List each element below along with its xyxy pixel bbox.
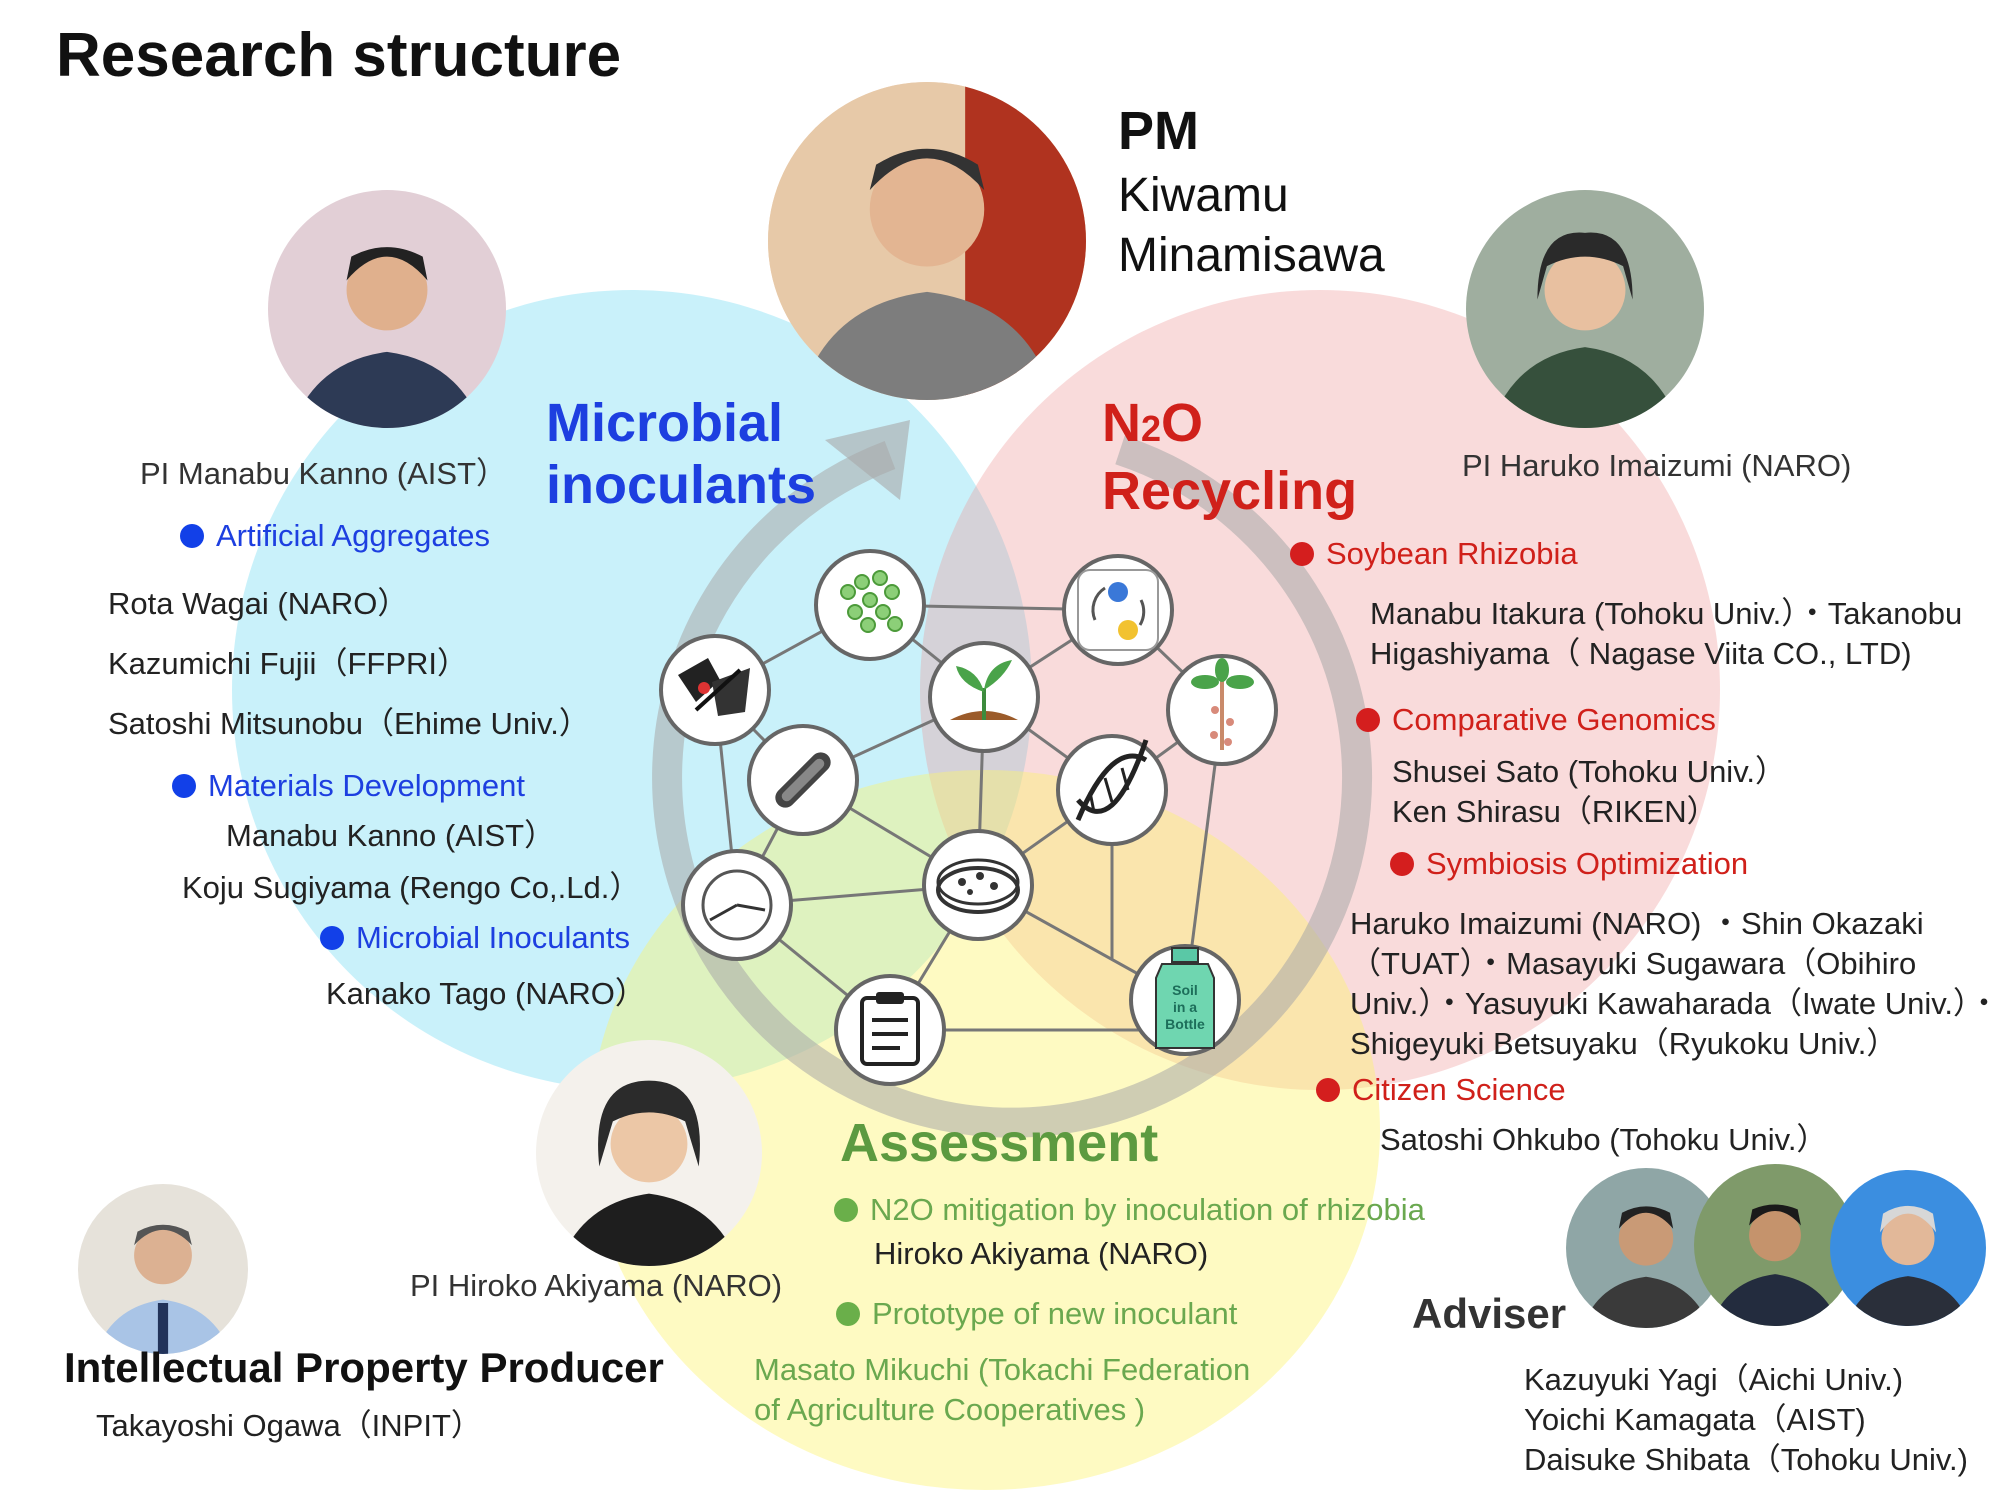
group-heading: Artificial Aggregates — [216, 518, 490, 553]
microbe-cluster-icon — [814, 549, 926, 661]
bullet-dot-icon — [172, 774, 196, 798]
soil-bottle-icon: Soil in a Bottle — [1129, 944, 1241, 1056]
microbial-title-line1: Microbial — [546, 393, 784, 453]
group-heading: Soybean Rhizobia — [1326, 536, 1578, 571]
member-label: Rota Wagai (NARO） — [108, 586, 409, 621]
member-label: Masato Mikuchi (Tokachi Federation — [754, 1352, 1251, 1387]
bullet-dot-icon — [836, 1302, 860, 1326]
group-heading: N2O mitigation by inoculation of rhizobi… — [870, 1192, 1425, 1227]
member-label: of Agriculture Cooperatives ) — [754, 1392, 1146, 1427]
soil-bottle-text-2: in a — [1173, 999, 1197, 1015]
group-comparative-genomics: Comparative Genomics — [1356, 702, 1716, 738]
ph-meter-icon — [681, 849, 793, 961]
ip-producer-name: Takayoshi Ogawa（INPIT） — [96, 1408, 482, 1443]
tools-icon — [659, 634, 771, 746]
ip-producer-title: Intellectual Property Producer — [64, 1344, 664, 1391]
adviser-title: Adviser — [1412, 1290, 1567, 1337]
member-label: Satoshi Ohkubo (Tohoku Univ.） — [1380, 1122, 1828, 1157]
member-label: Haruko Imaizumi (NARO) ・Shin Okazaki — [1350, 906, 1924, 941]
member-label: Higashiyama（ Nagase Viita CO., LTD) — [1370, 636, 1912, 671]
bacterium-icon — [747, 724, 859, 836]
group-heading: Symbiosis Optimization — [1426, 846, 1749, 881]
person-portrait-icon — [268, 190, 506, 428]
petri-dish-icon — [922, 829, 1034, 941]
n2o-subscript: 2 — [1141, 408, 1162, 449]
central-network: Soil in a Bottle — [652, 420, 1373, 1138]
person-portrait-icon — [536, 1040, 762, 1266]
adviser-member: Kazuyuki Yagi（Aichi Univ.) — [1524, 1362, 1904, 1397]
pm-first-name: Kiwamu — [1118, 169, 1289, 222]
n2o-title-line2: Recycling — [1102, 461, 1358, 521]
ip-producer-photo — [78, 1184, 248, 1354]
group-heading: Comparative Genomics — [1392, 702, 1716, 737]
group-artificial-aggregates: Artificial Aggregates — [180, 518, 490, 554]
pm-photo — [768, 82, 1086, 400]
clipboard-icon — [834, 974, 946, 1086]
pi-kanno-label: PI Manabu Kanno (AIST） — [140, 456, 508, 491]
member-label: Manabu Itakura (Tohoku Univ.）・Takanobu — [1370, 596, 1963, 631]
cycle-icon — [1062, 554, 1174, 666]
pi-akiyama-photo — [536, 1040, 762, 1266]
bullet-dot-icon — [1390, 852, 1414, 876]
bullet-dot-icon — [1356, 708, 1380, 732]
adviser-photo-3 — [1830, 1170, 1986, 1326]
pi-kanno-photo — [268, 190, 506, 428]
person-portrait-icon — [768, 82, 1086, 400]
member-label: Hiroko Akiyama (NARO) — [874, 1236, 1209, 1271]
soil-bottle-text-1: Soil — [1172, 982, 1198, 998]
person-portrait-icon — [1466, 190, 1704, 428]
member-label: Kazumichi Fujii（FFPRI） — [108, 646, 468, 681]
pm-role: PM — [1118, 101, 1199, 161]
group-materials-development: Materials Development — [172, 768, 525, 804]
member-label: Kanako Tago (NARO） — [326, 976, 646, 1011]
bullet-dot-icon — [834, 1198, 858, 1222]
bullet-dot-icon — [320, 926, 344, 950]
group-symbiosis-optimization: Symbiosis Optimization — [1390, 846, 1748, 882]
page-title: Research structure — [56, 21, 622, 90]
member-label: Shigeyuki Betsuyaku（Ryukoku Univ.） — [1350, 1026, 1898, 1061]
adviser-photo-2 — [1694, 1164, 1856, 1326]
group-soybean-rhizobia: Soybean Rhizobia — [1290, 536, 1578, 572]
group-microbial-inoculants: Microbial Inoculants — [320, 920, 630, 956]
person-portrait-icon — [78, 1184, 248, 1354]
n2o-recycling-title: N2O Recycling — [1102, 392, 1357, 522]
n2o-title-line1: N2O — [1102, 392, 1357, 460]
assessment-title: Assessment — [840, 1113, 1159, 1173]
bullet-dot-icon — [1316, 1078, 1340, 1102]
member-label: Satoshi Mitsunobu（Ehime Univ.） — [108, 706, 590, 741]
adviser-member: Yoichi Kamagata（AIST) — [1524, 1402, 1866, 1437]
bullet-dot-icon — [1290, 542, 1314, 566]
member-label: Koju Sugiyama (Rengo Co,.Ld.） — [182, 870, 641, 905]
pi-imaizumi-label: PI Haruko Imaizumi (NARO) — [1462, 448, 1852, 483]
group-citizen-science: Citizen Science — [1316, 1072, 1566, 1108]
person-portrait-icon — [1694, 1164, 1856, 1326]
seedling-icon — [928, 641, 1040, 753]
member-label: Ken Shirasu（RIKEN） — [1392, 794, 1718, 829]
person-portrait-icon — [1830, 1170, 1986, 1326]
group-heading: Microbial Inoculants — [356, 920, 630, 955]
n2o-o: O — [1161, 393, 1204, 453]
group-heading: Citizen Science — [1352, 1072, 1566, 1107]
adviser-member: Daisuke Shibata（Tohoku Univ.) — [1524, 1442, 1968, 1477]
soil-bottle-text-3: Bottle — [1165, 1016, 1205, 1032]
bullet-dot-icon — [180, 524, 204, 548]
member-label: Manabu Kanno (AIST） — [226, 818, 556, 853]
pm-last-name: Minamisawa — [1118, 229, 1385, 282]
group-n2o-mitigation: N2O mitigation by inoculation of rhizobi… — [834, 1192, 1425, 1228]
group-prototype-inoculant: Prototype of new inoculant — [836, 1296, 1237, 1332]
n2o-n: N — [1102, 393, 1141, 453]
group-heading: Materials Development — [208, 768, 526, 803]
member-label: Shusei Sato (Tohoku Univ.） — [1392, 754, 1787, 789]
group-heading: Prototype of new inoculant — [872, 1296, 1238, 1331]
pi-imaizumi-photo — [1466, 190, 1704, 428]
member-label: Univ.）・Yasuyuki Kawaharada（Iwate Univ.）・ — [1350, 986, 2000, 1021]
plant-root-icon — [1166, 654, 1278, 766]
dna-icon — [1056, 734, 1168, 846]
microbial-inoculants-title: Microbial inoculants — [546, 392, 816, 516]
microbial-title-line2: inoculants — [546, 455, 817, 515]
pi-akiyama-label: PI Hiroko Akiyama (NARO) — [410, 1268, 783, 1303]
member-label: （TUAT）・Masayuki Sugawara（Obihiro — [1350, 946, 1917, 981]
